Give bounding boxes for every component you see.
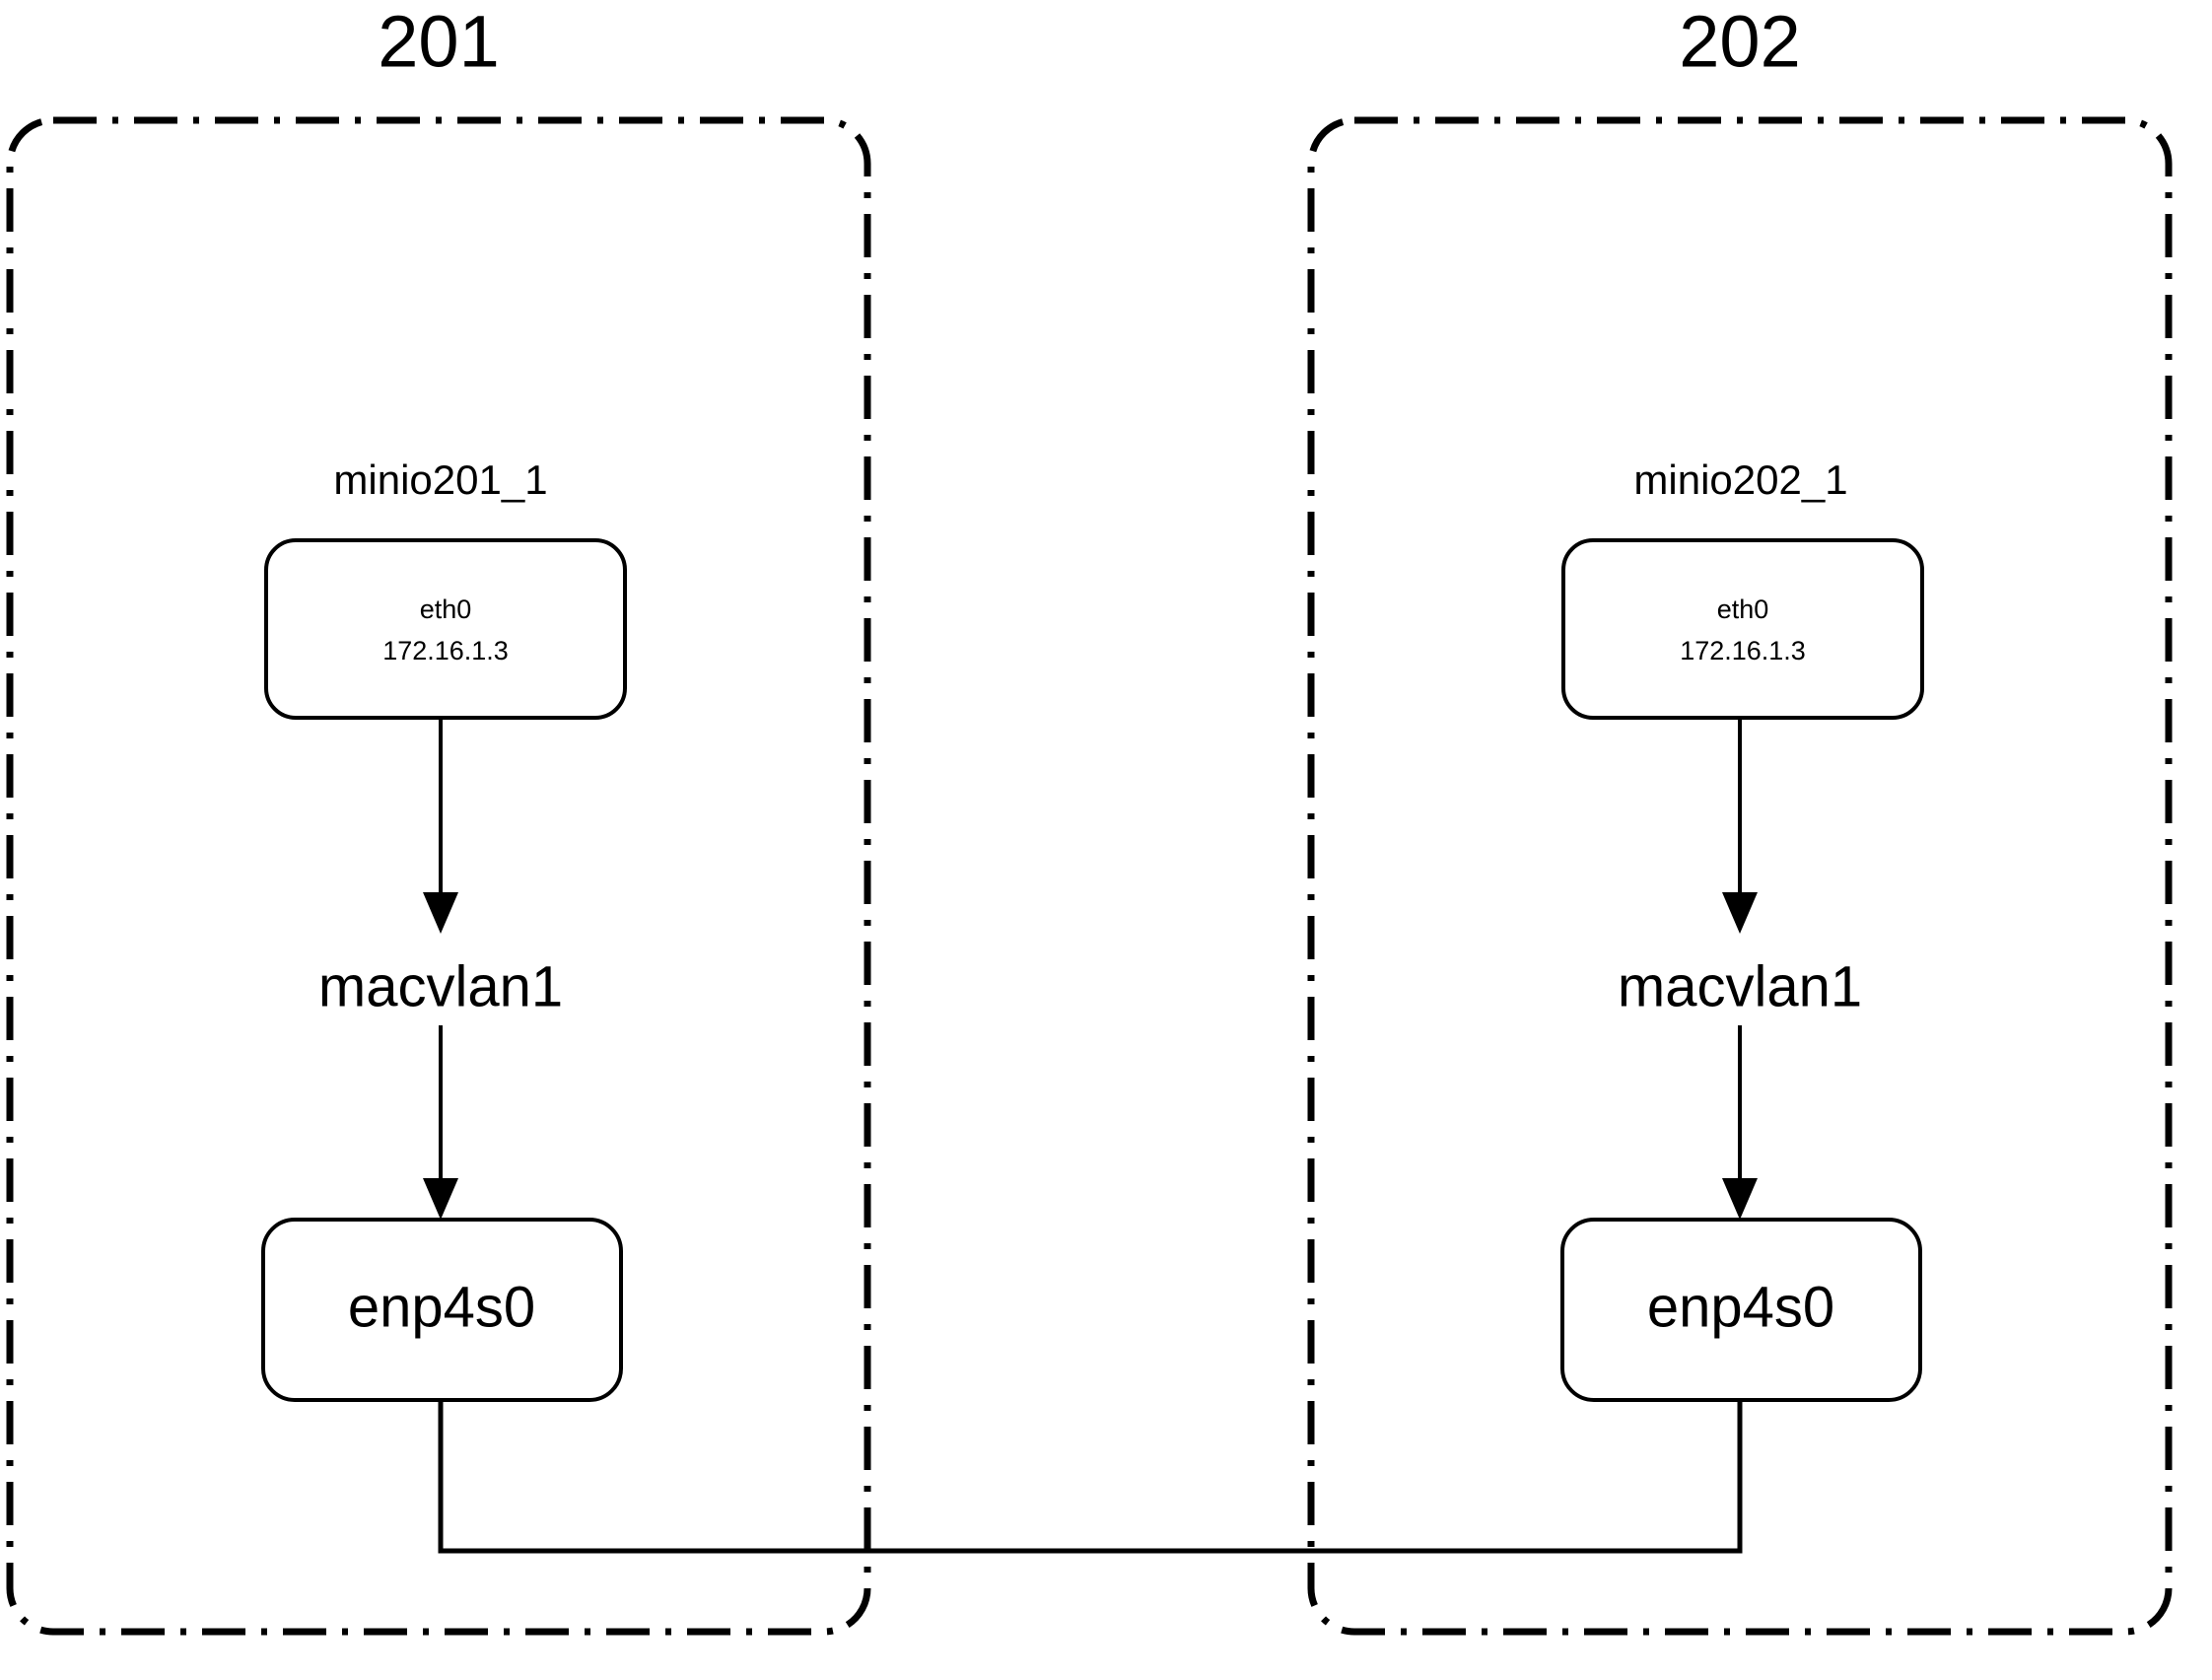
- arrowhead-macvlan-201: [423, 892, 458, 934]
- container-eth0-ip-201: 172.16.1.3: [382, 636, 509, 665]
- container-eth0-box-201[interactable]: [264, 538, 627, 720]
- arrowhead-macvlan-202: [1722, 892, 1758, 934]
- container-eth0-box-202[interactable]: [1561, 538, 1924, 720]
- macvlan-label-202: macvlan1: [1618, 954, 1862, 1018]
- arrowhead-enp4s0-201: [423, 1178, 458, 1220]
- physical-interface-label-202: enp4s0: [1647, 1275, 1834, 1339]
- arrowhead-enp4s0-202: [1722, 1178, 1758, 1220]
- container-eth0-ip-202: 172.16.1.3: [1680, 636, 1806, 665]
- host-boundary-202: [1307, 116, 2173, 1636]
- container-name-minio202: minio202_1: [1633, 456, 1847, 503]
- container-name-minio201: minio201_1: [333, 456, 547, 503]
- host-title-202: 202: [1679, 1, 1800, 83]
- host-title-201: 201: [378, 1, 499, 83]
- container-eth0-name-202: eth0: [1717, 595, 1769, 624]
- inter-host-link: [438, 1400, 1743, 1554]
- physical-interface-label-201: enp4s0: [348, 1275, 535, 1339]
- macvlan-label-201: macvlan1: [318, 954, 563, 1018]
- host-boundary-201: [6, 116, 871, 1636]
- container-eth0-name-201: eth0: [420, 595, 472, 624]
